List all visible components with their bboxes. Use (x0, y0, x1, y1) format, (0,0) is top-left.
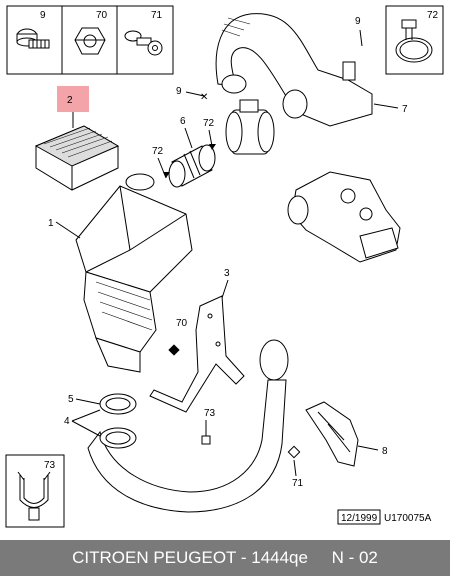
caption-text: CITROEN PEUGEOT - 1444qe N - 02 (72, 548, 378, 567)
callout-1: 1 (48, 218, 54, 229)
callout-70: 70 (176, 318, 188, 329)
reference-code: U170075A (384, 513, 432, 524)
callout-71: 71 (292, 478, 304, 489)
callout-5: 5 (68, 394, 74, 405)
inset-label-70: 70 (96, 10, 108, 21)
screw-marker-icon: ✕ (200, 92, 208, 103)
inset-bottom-left-bracket: 73 (5, 454, 65, 528)
lower-intake-duct (87, 339, 289, 513)
callout-73: 73 (204, 408, 216, 419)
callout-72-mid: 72 (203, 118, 215, 129)
caption-bar: CITROEN PEUGEOT - 1444qe N - 02 (0, 540, 450, 576)
callout-7: 7 (402, 104, 408, 115)
inset-label-9: 9 (40, 10, 46, 21)
air-intake-hose-7 (215, 13, 373, 127)
inset-top-fasteners: 9 70 71 (6, 5, 174, 75)
inset-label-72: 72 (427, 10, 439, 21)
air-deflector-8 (305, 401, 359, 467)
airflow-meter (225, 99, 275, 155)
throttle-body (287, 171, 401, 263)
callout-3: 3 (224, 268, 230, 279)
callout-72-left: 72 (152, 146, 164, 157)
parts-diagram: 9 70 71 72 (5, 5, 444, 528)
callout-8: 8 (382, 446, 388, 457)
callout-6: 6 (180, 116, 186, 127)
nut-icon (74, 27, 106, 55)
air-filter-housing (75, 173, 193, 373)
inset-label-73: 73 (44, 460, 56, 471)
inset-label-71: 71 (151, 10, 163, 21)
intake-duct-6 (168, 144, 216, 188)
callout-4: 4 (64, 416, 70, 427)
callout-2: 2 (67, 95, 73, 106)
highlight-marker (57, 86, 89, 112)
inset-top-right-clamp: 72 (385, 5, 444, 75)
mounting-bracket-3 (149, 295, 245, 413)
callout-9-top: 9 (355, 16, 361, 27)
bracket-clip-icon (17, 471, 51, 521)
date-code: 12/1999 (341, 513, 378, 524)
air-filter-element: 2 (34, 86, 120, 191)
callout-9-left: 9 (176, 86, 182, 97)
bolt-icon (16, 28, 50, 49)
clip-icon (124, 30, 163, 56)
hose-clamp-icon (395, 19, 433, 63)
